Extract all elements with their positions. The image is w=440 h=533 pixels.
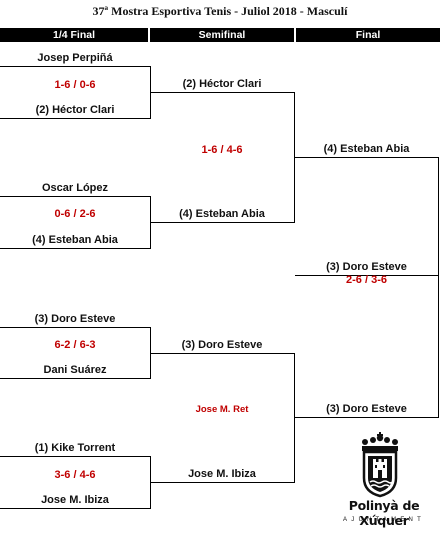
header-quarterfinal: 1/4 Final <box>0 28 148 42</box>
qf1-player-bottom: (2) Héctor Clari <box>35 104 115 116</box>
sf1-connector <box>294 92 295 223</box>
sf2-top-line <box>150 353 295 354</box>
town-crest-icon <box>362 432 398 498</box>
qf3-top-line <box>0 327 150 328</box>
sf1-bottom-line <box>150 222 295 223</box>
qf3-score: 6-2 / 6-3 <box>54 339 96 351</box>
sf1-player-bottom: (4) Esteban Abia <box>179 208 265 220</box>
qf1-bottom-line <box>0 118 150 119</box>
qf1-player-top: Josep Perpiñá <box>37 52 113 64</box>
sf2-connector <box>294 353 295 483</box>
header-semifinal: Semifinal <box>150 28 294 42</box>
qf3-player-top: (3) Doro Esteve <box>34 313 116 325</box>
sf2-player-top: (3) Doro Esteve <box>181 339 263 351</box>
qf4-player-top: (1) Kike Torrent <box>34 442 116 454</box>
qf4-bottom-line <box>0 508 150 509</box>
sf1-score: 1-6 / 4-6 <box>201 144 243 156</box>
qf4-score: 3-6 / 4-6 <box>54 469 96 481</box>
logo-town-name: Polinyà de Xúquer <box>348 498 420 528</box>
sf1-top-line <box>150 92 295 93</box>
qf2-player-bottom: (4) Esteban Abia <box>32 234 118 246</box>
town-logo: Polinyà de Xúquer AJUNTAMENT <box>328 432 440 528</box>
final-top-line <box>295 157 439 158</box>
qf2-bottom-line <box>0 248 150 249</box>
final-player-top: (4) Esteban Abia <box>323 143 410 155</box>
champion-player: (3) Doro Esteve <box>326 261 407 273</box>
qf4-player-bottom: Jose M. Ibiza <box>41 494 109 506</box>
qf2-player-top: Oscar López <box>41 182 109 194</box>
final-connector <box>438 157 439 418</box>
champion-line <box>295 275 439 276</box>
page-title: 37ª Mostra Esportiva Tenis - Juliol 2018… <box>92 4 348 18</box>
qf4-top-line <box>0 456 150 457</box>
champion-score: 2-6 / 3-6 <box>346 274 387 286</box>
qf3-player-bottom: Dani Suárez <box>43 364 107 376</box>
logo-subtitle: AJUNTAMENT <box>343 517 425 523</box>
qf2-top-line <box>0 196 150 197</box>
sf2-retired-note: Jose M. Ret <box>195 404 249 415</box>
final-bottom-line <box>295 417 439 418</box>
sf2-player-bottom: Jose M. Ibiza <box>188 468 256 480</box>
sf2-bottom-line <box>150 482 295 483</box>
header-final: Final <box>296 28 440 42</box>
final-player-bottom: (3) Doro Esteve <box>326 403 407 415</box>
sf1-player-top: (2) Héctor Clari <box>182 78 262 90</box>
qf1-top-line <box>0 66 150 67</box>
qf2-score: 0-6 / 2-6 <box>54 208 96 220</box>
qf1-score: 1-6 / 0-6 <box>54 79 96 91</box>
qf3-bottom-line <box>0 378 150 379</box>
